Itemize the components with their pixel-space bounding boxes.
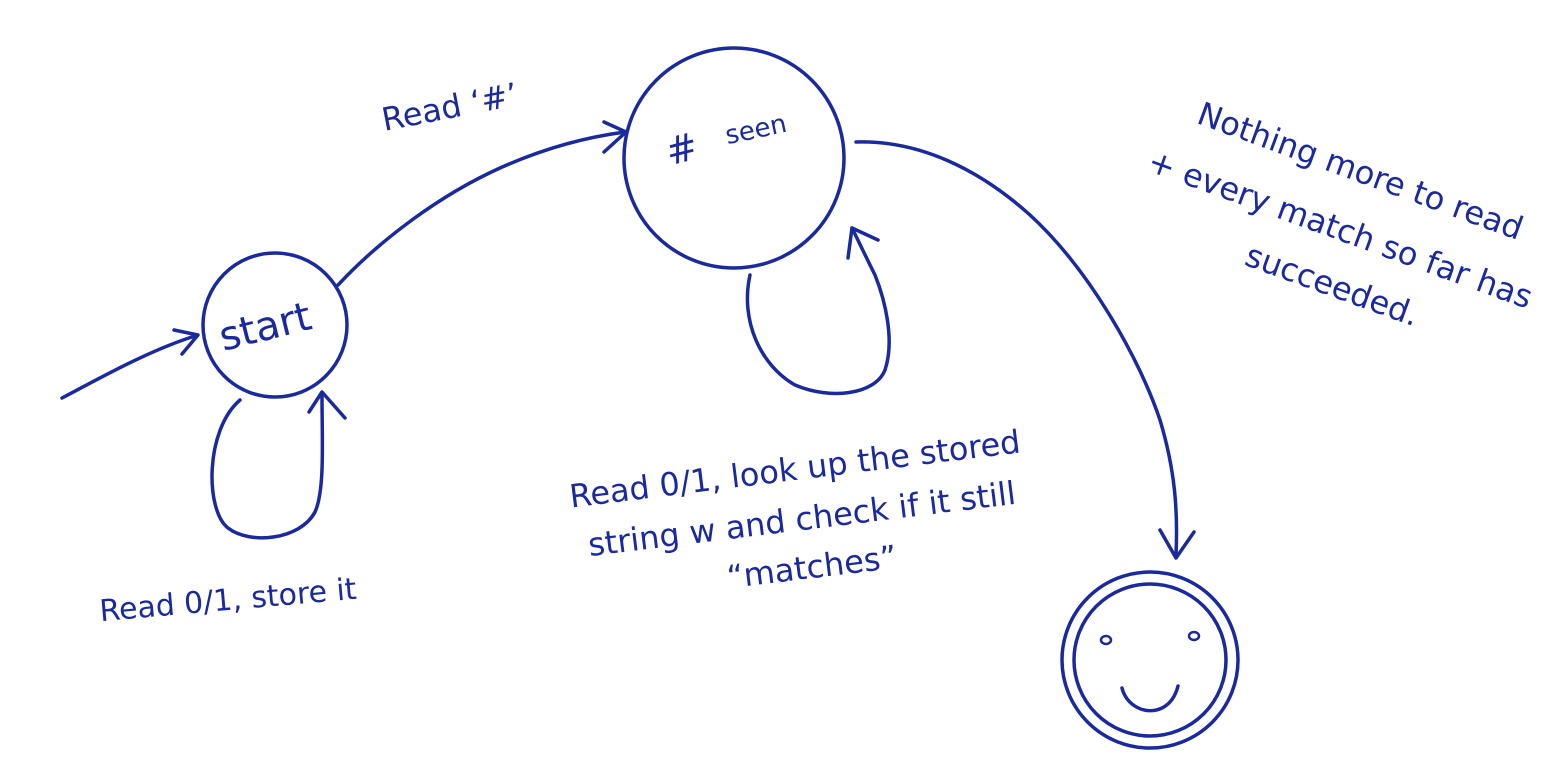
- smiley-left-eye: [1099, 634, 1113, 646]
- state-seen: # seen: [622, 46, 846, 270]
- seen-to-accept-arrow: [854, 140, 1196, 560]
- state-seen-word: seen: [723, 109, 790, 151]
- seen-loop-label-line3: “matches”: [725, 538, 899, 597]
- seen-loop-arrow: [745, 226, 891, 396]
- smiley-mouth: [1120, 684, 1180, 713]
- start-loop-label: Read 0/1, store it: [98, 572, 358, 629]
- state-accept: [1060, 570, 1240, 750]
- initial-arrow: [60, 328, 200, 400]
- start-to-seen-arrow: [336, 120, 628, 287]
- start-loop-arrow: [210, 390, 347, 540]
- state-start-label: start: [215, 294, 317, 361]
- state-seen-hash: #: [661, 124, 703, 174]
- state-start: start: [201, 251, 349, 399]
- start-to-seen-label: Read ‘#’: [379, 75, 521, 139]
- smiley-right-eye: [1187, 630, 1201, 642]
